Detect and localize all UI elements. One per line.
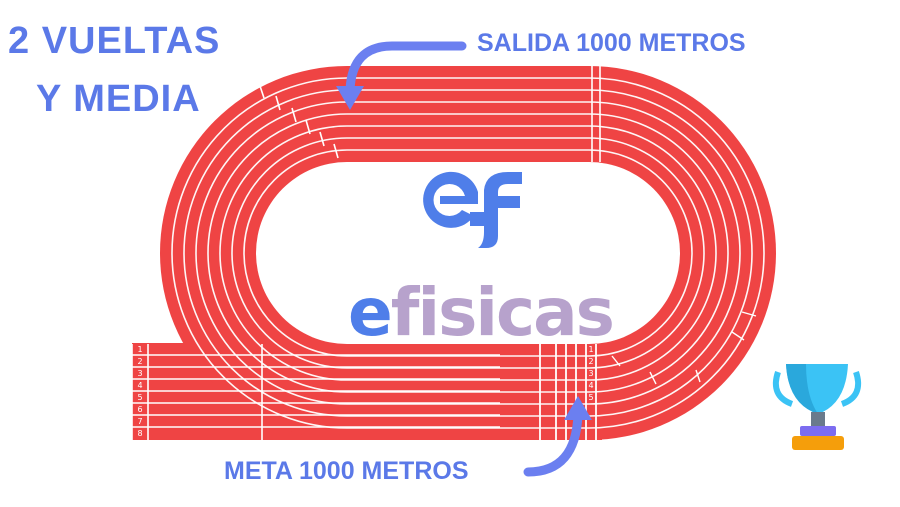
brand-wordmark: efisicas [348,280,615,346]
bend-marks [611,311,757,385]
arrow-icon [336,41,467,110]
finish-label: META 1000 METROS [224,457,469,485]
lane-number: 3 [588,369,593,378]
heading-line-1: 2 VUELTAS [8,20,221,62]
lane-number: 2 [588,357,593,366]
lane-number: 6 [137,405,142,414]
staggered-start-lines [259,66,601,162]
brand-rest: fisicas [390,274,615,351]
lane-lines [171,77,765,429]
lane-number: 3 [137,369,142,378]
heading-line-2: Y MEDIA [36,78,201,120]
lane-number: 2 [137,357,142,366]
lane-numbers-finish: 1 2 3 4 5 [588,345,593,402]
lane-number: 5 [137,393,142,402]
lane-number: 5 [588,393,593,402]
straight-lane-lines [131,344,500,440]
lane-number: 4 [588,381,593,390]
lane-number: 1 [588,345,593,354]
lane-number: 1 [137,345,142,354]
start-label: SALIDA 1000 METROS [477,29,746,57]
lane-number: 7 [137,417,142,426]
trophy-icon [772,364,862,450]
logo-icon [423,171,522,248]
lane-number: 4 [137,381,142,390]
brand-first-letter: e [348,274,393,351]
lane-number: 8 [137,429,142,438]
track-infield [256,162,680,344]
lane-numbers-left: 1 2 3 4 5 6 7 8 [137,345,142,438]
arrow-icon [523,396,592,477]
